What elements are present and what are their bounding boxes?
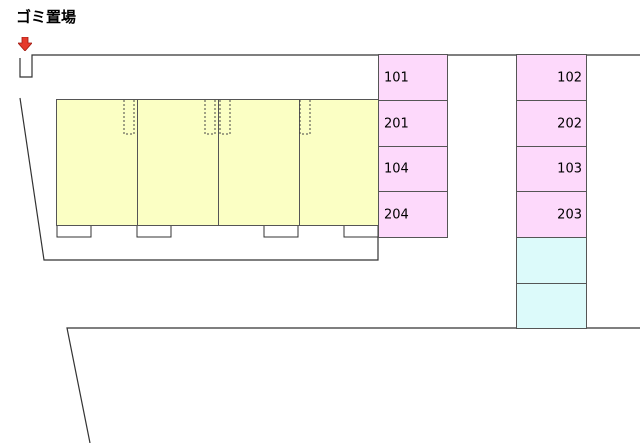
unit-102[interactable]: 102 [516,54,587,101]
unit-label: 103 [557,161,582,177]
arrow-down-icon [18,37,32,51]
unit-101[interactable]: 101 [378,54,448,101]
unit-202[interactable]: 202 [516,100,587,147]
unit-label: 203 [557,207,582,222]
unit-label: 101 [384,70,409,85]
unit-203[interactable]: 203 [516,191,587,238]
unit-empty-2[interactable] [516,283,587,329]
unit-label: 104 [384,161,409,177]
unit-empty-1[interactable] [516,237,587,284]
unit-label: 201 [384,116,409,131]
unit-label: 204 [384,207,409,222]
unit-201[interactable]: 201 [378,100,448,147]
unit-label: 102 [557,70,582,85]
unit-103[interactable]: 103 [516,146,587,192]
building-block-1 [56,99,138,226]
garbage-area-label: ゴミ置場 [16,8,77,26]
unit-label: 202 [557,116,582,131]
building-block-4 [299,99,379,226]
unit-204[interactable]: 204 [378,191,448,238]
unit-104[interactable]: 104 [378,146,448,192]
building-block-2 [137,99,219,226]
building-block-3 [218,99,300,226]
